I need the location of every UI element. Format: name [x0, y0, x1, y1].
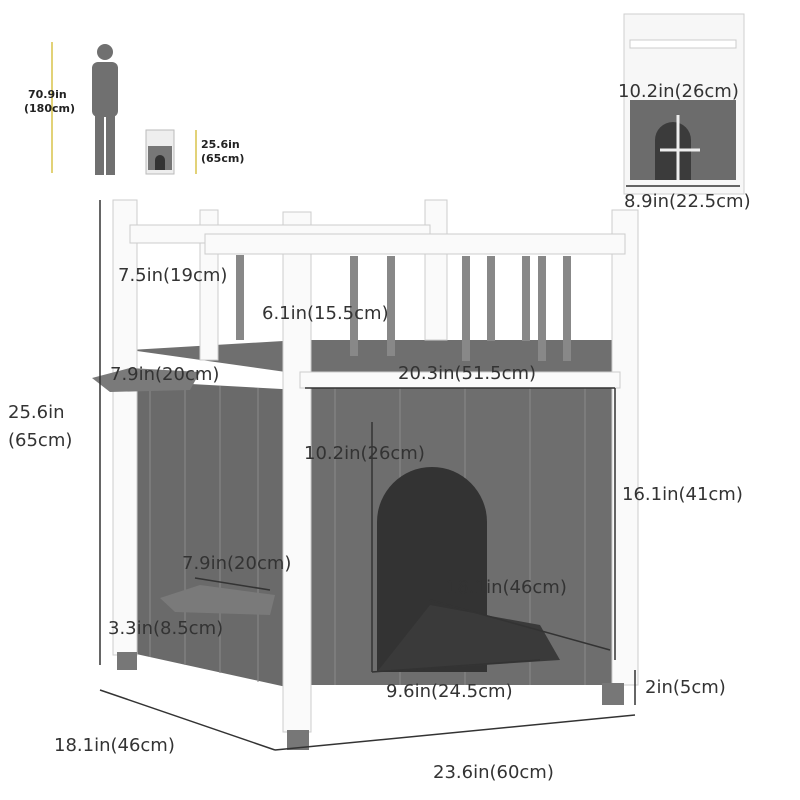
person-height-label: 70.9in: [28, 88, 67, 101]
front-view-inset: 10.2in(26cm) 8.9in(22.5cm): [618, 13, 751, 212]
width-label: 23.6in(60cm): [433, 762, 554, 783]
inner-depth-label: 18.1in(46cm): [446, 577, 567, 598]
house-height-cm-label: (65cm): [201, 152, 244, 165]
door-height-label: 10.2in(26cm): [304, 443, 425, 464]
inset-width-label: 8.9in(22.5cm): [624, 191, 751, 212]
total-height-label: 25.6in: [8, 402, 65, 423]
balcony-width-label: 20.3in(51.5cm): [398, 363, 536, 384]
total-height-cm-label: (65cm): [8, 430, 72, 451]
person-height-cm-label: (180cm): [24, 102, 75, 115]
body-height-label: 16.1in(41cm): [622, 484, 743, 505]
depth-label: 18.1in(46cm): [54, 735, 175, 756]
railing-height-label: 7.5in(19cm): [118, 265, 227, 286]
upper-step-label: 7.9in(20cm): [110, 364, 219, 385]
railing-inner-label: 6.1in(15.5cm): [262, 303, 389, 324]
step-depth-label: 3.3in(8.5cm): [108, 618, 223, 639]
dimension-labels: 7.5in(19cm) 6.1in(15.5cm) 7.9in(20cm) 20…: [8, 265, 743, 783]
scale-reference: 70.9in (180cm) 25.6in (65cm): [24, 42, 244, 175]
person-silhouette-icon: [92, 44, 118, 175]
lower-step-label: 7.9in(20cm): [182, 553, 291, 574]
dimension-lines: [99, 200, 636, 751]
inner-width-label: 9.6in(24.5cm): [386, 681, 513, 702]
inset-height-label: 10.2in(26cm): [618, 81, 739, 102]
lower-step: [160, 585, 275, 615]
small-house-icon: [145, 129, 175, 175]
cat-house-illustration: [92, 199, 639, 750]
house-height-label: 25.6in: [201, 138, 240, 151]
leg-height-label: 2in(5cm): [645, 677, 726, 698]
upper-step: [92, 368, 200, 392]
